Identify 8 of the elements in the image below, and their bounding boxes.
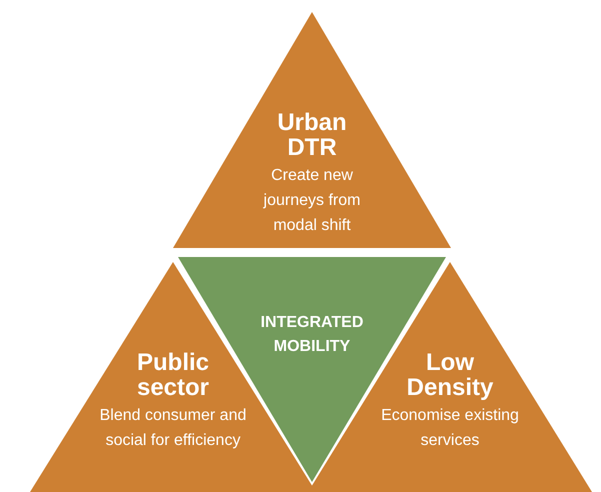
panel-heading: Urban DTR	[276, 110, 348, 160]
panel-heading: Low Density	[406, 350, 494, 400]
triangle-panel	[173, 12, 451, 248]
panel-description: Economise existing services	[380, 406, 520, 451]
panel-description: Create new journeys from modal shift	[262, 166, 362, 236]
panel-heading: Public sector	[136, 350, 210, 400]
panel-description: Blend consumer and social for efficiency	[98, 406, 248, 451]
panel-heading: INTEGRATED MOBILITY	[260, 313, 364, 357]
